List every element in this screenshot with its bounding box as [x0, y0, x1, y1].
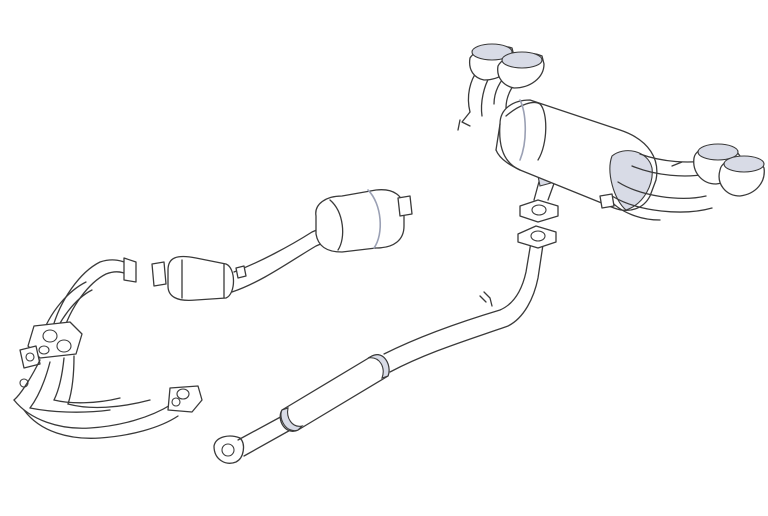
header-upper-flange	[123, 257, 137, 283]
rear-muffler-with-quad-tips	[457, 43, 765, 223]
center-muffler	[279, 354, 390, 432]
catalytic-converter-pipe	[151, 225, 331, 302]
catalytic-converter	[167, 255, 235, 302]
rear-hanger-bracket	[599, 193, 615, 209]
center-pipe-with-muffler	[213, 225, 557, 464]
resonator-body	[315, 189, 405, 253]
o2-sensor-boss	[235, 265, 247, 279]
front-resonator	[315, 189, 413, 253]
resonator-outlet	[397, 195, 413, 217]
exhaust-header-manifold	[13, 257, 203, 439]
cat-inlet-flange	[151, 261, 167, 287]
